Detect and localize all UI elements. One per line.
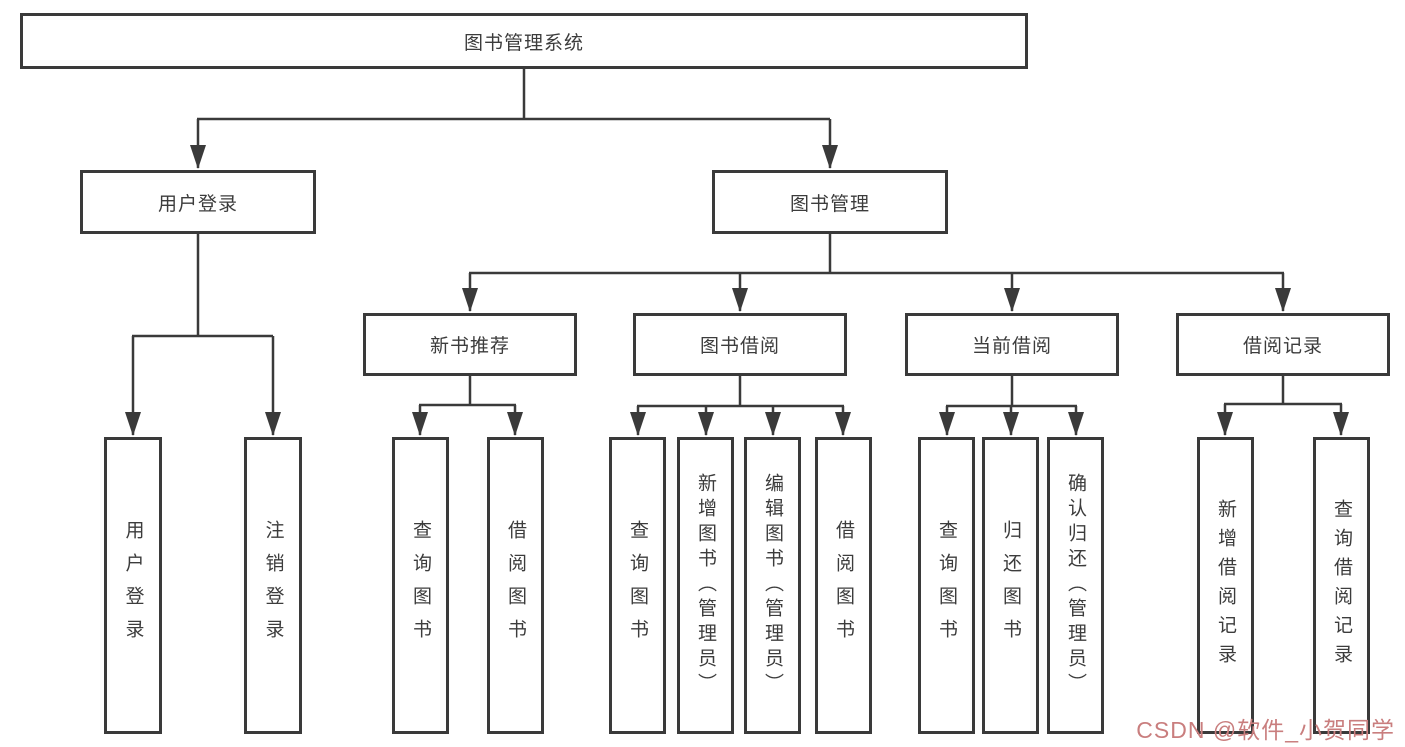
leaf-return-books: 归还图书 (982, 437, 1039, 734)
node-book-management: 图书管理 (712, 170, 948, 234)
node-label: 当前借阅 (971, 336, 1052, 357)
leaf-query-books-3: 查询图书 (918, 437, 975, 734)
node-label: 用户登录 (157, 193, 238, 215)
node-label: 查询图书 (936, 519, 957, 652)
node-label: 查询图书 (410, 519, 431, 652)
node-label: 查询图书 (627, 519, 648, 652)
node-new-book-recommend: 新书推荐 (363, 313, 577, 376)
leaf-confirm-return-admin: 确认归还（管理员） (1047, 437, 1104, 734)
node-label: 编辑图书（管理员） (762, 473, 783, 698)
node-label: 借阅图书 (505, 519, 526, 652)
node-label: 图书管理系统 (463, 32, 584, 54)
node-label: 借阅图书 (833, 519, 854, 652)
leaf-query-books-2: 查询图书 (609, 437, 666, 734)
node-label: 新增借阅记录 (1215, 498, 1236, 673)
node-label: 借阅记录 (1242, 336, 1323, 357)
leaf-query-borrow-record: 查询借阅记录 (1313, 437, 1370, 734)
node-label: 图书管理 (789, 193, 870, 215)
node-library-management-system: 图书管理系统 (20, 13, 1028, 69)
node-label: 确认归还（管理员） (1065, 473, 1086, 698)
node-label: 新书推荐 (429, 336, 510, 357)
csdn-watermark: CSDN @软件_小贺同学 (1136, 717, 1395, 743)
node-label: 归还图书 (1000, 519, 1021, 652)
leaf-logout: 注销登录 (244, 437, 302, 734)
leaf-query-books-1: 查询图书 (392, 437, 449, 734)
leaf-borrow-books-2: 借阅图书 (815, 437, 872, 734)
leaf-borrow-books-1: 借阅图书 (487, 437, 544, 734)
leaf-edit-books-admin: 编辑图书（管理员） (744, 437, 801, 734)
node-label: 用户登录 (122, 519, 144, 652)
node-current-borrow: 当前借阅 (905, 313, 1119, 376)
node-book-borrow: 图书借阅 (633, 313, 847, 376)
leaf-add-books-admin: 新增图书（管理员） (677, 437, 734, 734)
node-label: 新增图书（管理员） (695, 473, 716, 698)
node-borrow-records: 借阅记录 (1176, 313, 1390, 376)
node-label: 注销登录 (262, 519, 284, 652)
node-label: 查询借阅记录 (1331, 498, 1352, 673)
leaf-add-borrow-record: 新增借阅记录 (1197, 437, 1254, 734)
node-label: 图书借阅 (699, 336, 780, 357)
node-user-login: 用户登录 (80, 170, 316, 234)
leaf-user-login: 用户登录 (104, 437, 162, 734)
